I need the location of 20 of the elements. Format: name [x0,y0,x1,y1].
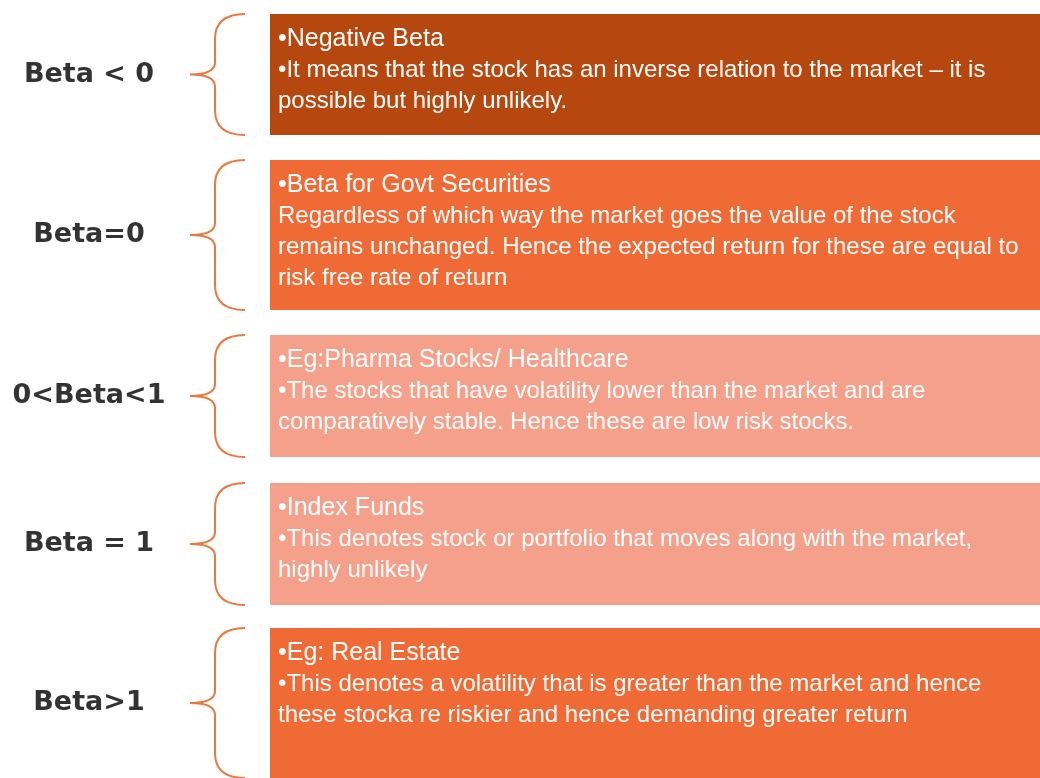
panel-heading: •Index Funds [278,491,426,522]
panel-text: •It means that the stock has an inverse relation to the market – it is possible but highly unlikely. [278,54,987,115]
panel-heading: •Eg: Real Estate [278,636,462,667]
row-label: 0<Beta<1 [11,378,167,409]
panel-text: Regardless of which way the market goes the value of the stock remains unchanged. Hence the expected return for these are equal to risk free rate of return [278,200,1020,292]
panel-heading: •Negative Beta [278,22,445,53]
panel-text: •This denotes stock or portfolio that moves along with the market, highly unlikely [278,523,974,584]
row-label: Beta=0 [32,217,146,248]
row-label: Beta>1 [32,685,146,716]
text-panel [270,628,1040,778]
row-label: Beta < 0 [22,56,156,88]
panel-heading: •Eg:Pharma Stocks/ Healthcare [278,343,630,374]
row-label: Beta = 1 [22,526,156,557]
panel-text: •This denotes a volatility that is greater than the market and hence these stocka re riskier and hence demanding greater return [278,668,983,729]
text-panel [270,160,1040,310]
text-panel [270,483,1040,605]
panel-text: •The stocks that have volatility lower than the market and are comparatively stable. Hence these are low risk stocks. [278,375,927,436]
text-panel [270,335,1040,457]
text-panel [270,14,1040,135]
panel-heading: •Beta for Govt Securities [278,168,552,199]
